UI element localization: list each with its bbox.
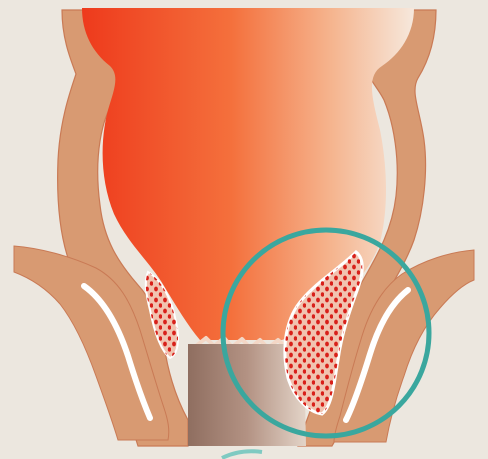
anorectal-diagram xyxy=(0,0,488,459)
